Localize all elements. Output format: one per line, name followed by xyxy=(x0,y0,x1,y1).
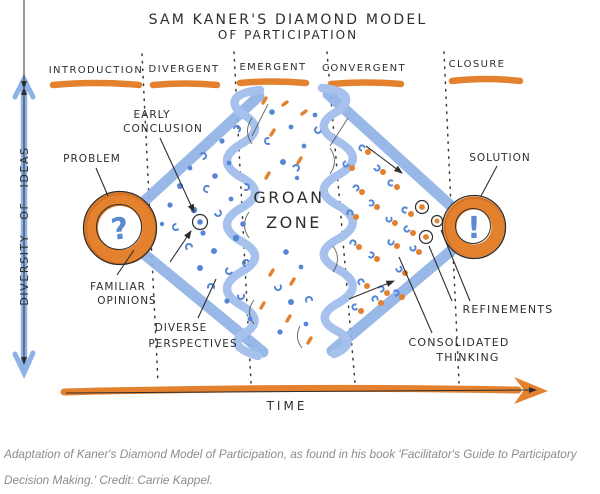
refinement-dots xyxy=(414,199,444,245)
familiar-opinions-label-line2: OPINIONS xyxy=(97,295,156,307)
familiar-opinions-label-line1: FAMILIAR xyxy=(90,281,146,293)
consolidated-thinking-label-line2: THINKING xyxy=(435,351,499,364)
refinements-label: REFINEMENTS xyxy=(463,303,554,316)
consolidated-thinking-label-line1: CONSOLIDATED xyxy=(408,336,509,349)
diverse-perspectives-label-line2: PERSPECTIVES xyxy=(148,338,237,350)
problem-symbol: ? xyxy=(109,211,131,248)
groan-zone-waves xyxy=(222,83,357,361)
early-conclusion-dot xyxy=(191,213,209,231)
phase-label-convergent: CONVERGENT xyxy=(322,63,406,74)
underline-introduction xyxy=(49,79,143,89)
groan-zone-line1: GROAN xyxy=(253,188,324,207)
phase-label-emergent: EMERGENT xyxy=(239,62,306,73)
image-caption: Adaptation of Kaner's Diamond Model of P… xyxy=(4,447,577,487)
underline-divergent xyxy=(149,80,221,89)
solution-symbol: ! xyxy=(467,211,481,246)
phase-header: INTRODUCTION DIVERGENT EMERGENT CONVERGE… xyxy=(49,59,524,89)
early-conclusion-label-line2: CONCLUSION xyxy=(123,123,203,135)
idea-dots-divergent xyxy=(159,124,253,322)
problem-node: ? xyxy=(82,190,158,266)
phase-label-introduction: INTRODUCTION xyxy=(49,65,144,76)
underline-emergent xyxy=(236,78,310,87)
phase-label-divergent: DIVERGENT xyxy=(148,64,219,75)
problem-label: PROBLEM xyxy=(63,153,121,165)
y-axis-label: DIVERSITY OF IDEAS xyxy=(18,146,31,305)
x-axis-label: TIME xyxy=(266,399,308,413)
groan-zone-line2: ZONE xyxy=(266,213,322,232)
diagram-subtitle: OF PARTICIPATION xyxy=(218,28,358,42)
solution-label: SOLUTION xyxy=(469,152,531,164)
early-conclusion-label-line1: EARLY xyxy=(134,109,171,121)
underline-convergent xyxy=(327,79,405,88)
phase-label-closure: CLOSURE xyxy=(449,59,506,70)
idea-dots-emergent xyxy=(259,96,322,345)
y-axis: DIVERSITY OF IDEAS xyxy=(12,0,36,379)
underline-closure xyxy=(448,75,524,85)
diverse-perspectives-label-line1: DIVERSE xyxy=(155,322,208,334)
convergence-arrows xyxy=(348,145,403,300)
diagram-title: SAM KANER'S DIAMOND MODEL xyxy=(149,12,428,28)
solution-node: ! xyxy=(441,194,507,260)
callouts: PROBLEM EARLY CONCLUSION FAMILIAR OPINIO… xyxy=(63,109,554,364)
kaner-diamond-diagram: SAM KANER'S DIAMOND MODEL OF PARTICIPATI… xyxy=(12,0,554,413)
x-axis: TIME xyxy=(60,377,548,413)
